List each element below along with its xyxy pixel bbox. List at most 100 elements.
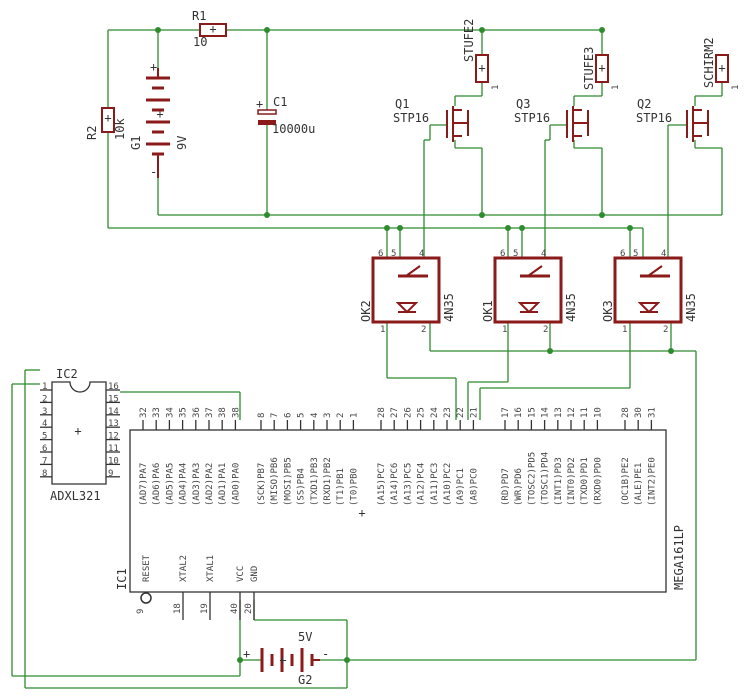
ic2-pin-number: 7 [42,456,47,466]
svg-text:10: 10 [193,35,207,49]
svg-text:+: + [256,97,263,111]
ic1-pin-number: 34 [165,407,175,418]
svg-text:5: 5 [633,249,638,259]
svg-text:5V: 5V [298,630,312,644]
svg-text:2: 2 [543,325,548,335]
ic1-pin-label: (AD4)PA4 [179,463,189,506]
ic1-pin-number: 15 [527,407,537,418]
optocoupler-ok1: 6 5 4 1 2 OK1 4N35 [481,249,578,335]
svg-text:-: - [150,165,157,179]
ic1-pin-number: 36 [192,407,202,418]
wires [11,29,723,689]
ic1-pin-label: (A13)PC5 [403,463,413,506]
resistor-r2: + R2 10k [85,107,127,140]
ic2-pin-number: 3 [42,407,47,417]
svg-text:G1: G1 [129,136,143,150]
svg-text:10k: 10k [113,118,127,140]
svg-text:1: 1 [731,85,741,90]
svg-text:SCHIRM2: SCHIRM2 [702,37,716,88]
ic1-pin-label: (A14)PC6 [390,463,400,506]
optocoupler-ok2: 6 5 4 1 2 OK2 4N35 [359,249,456,335]
ic1-pin-label: (AD2)PA2 [205,463,215,506]
svg-text:STUFE3: STUFE3 [582,47,596,90]
ic1-pin-label: (INT0)PD2 [567,457,577,506]
svg-text:5: 5 [391,249,396,259]
ic2-pin-number: 14 [108,407,119,417]
svg-text:+: + [150,60,157,74]
ic1-pin-label: (SCK)PB7 [257,463,267,506]
ic2-pin-number: 12 [108,432,119,442]
svg-text:ADXL321: ADXL321 [50,489,101,503]
svg-text:IC2: IC2 [56,367,78,381]
svg-text:6: 6 [378,249,383,259]
svg-text:MEGA161LP: MEGA161LP [672,525,686,590]
connector-stufe3: + STUFE3 1 [582,47,621,90]
ic1-pin-number: 5 [297,413,307,418]
ic1-pin-number: 35 [179,407,189,418]
ic1-pin-label: (A10)PC2 [443,463,453,506]
ic1-pin-label: (OC1B)PE2 [621,457,631,506]
ic1-pin-label: (A15)PC7 [377,463,387,506]
ic1-pin-number: 2 [336,413,346,418]
svg-text:4: 4 [661,249,666,259]
connector-stufe2: + STUFE2 1 [462,19,501,90]
ic1-pin-label: (AD5)PA5 [165,463,175,506]
ic1-pin-label: (AD3)PA3 [192,463,202,506]
svg-text:-: - [322,647,329,661]
ic1-pin-label: (TOSC2)PD5 [527,452,537,506]
svg-text:OK3: OK3 [601,300,615,322]
svg-text:R2: R2 [85,126,99,140]
battery-g1: + - + G1 9V [129,60,189,179]
ic1-pin-label: VCC [236,566,246,582]
ic1-pin-label: (RD)PD7 [501,468,511,506]
ic2-pin-number: 2 [42,394,47,404]
connector-schirm2: + SCHIRM2 1 [702,37,741,90]
svg-text:R1: R1 [192,9,206,23]
ic1-pin-label: (INT1)PD3 [554,457,564,506]
ic1-pin-number: 25 [417,407,427,418]
ic1-pin-label: GND [250,566,260,582]
ic1-pin-label: (RXD0)PD0 [593,457,603,506]
battery-g2: + - + 5V G2 [243,630,329,687]
ic2-pin-number: 6 [42,444,47,454]
ic1-pin-number: 37 [205,407,215,418]
svg-text:9V: 9V [175,136,189,150]
ic1-pin-number: 20 [244,603,254,614]
ic2-pin-number: 1 [42,382,47,392]
svg-text:+: + [598,61,605,75]
ic1-pin-label: XTAL1 [206,555,216,582]
svg-text:5: 5 [513,249,518,259]
ic1-pin-label: (AD6)PA6 [152,463,162,506]
ic1-pin-number: 16 [514,407,524,418]
ic1-pin-number: 27 [390,407,400,418]
ic1-pin-number: 22 [456,407,466,418]
ic1-pin-number: 8 [257,413,267,418]
ic1-pin-number: 30 [634,407,644,418]
ic1-pin-number: 21 [469,407,479,418]
svg-text:1: 1 [622,325,627,335]
svg-text:1: 1 [502,325,507,335]
svg-text:+: + [478,61,485,75]
ic1-pin-number: 11 [580,407,590,418]
ic1-pin-label: (SS)PB4 [297,468,307,506]
ic1-pin-label: (T1)PB1 [336,468,346,506]
ic1-pin-label: (WR)PD6 [514,468,524,506]
ic1-pin-label: (ALE)PE1 [634,463,644,506]
resistor-r1: + R1 10 [192,9,227,49]
svg-text:Q2: Q2 [637,97,651,111]
ic2-pin-number: 10 [108,456,119,466]
svg-text:STP16: STP16 [636,111,672,125]
ic2-pin-number: 9 [108,469,113,479]
svg-text:+: + [156,107,163,121]
ic1-pin-label: XTAL2 [179,555,189,582]
ic2-pin-number: 16 [108,382,119,392]
svg-text:Q3: Q3 [516,97,530,111]
ic1-pin-number: 3 [323,413,333,418]
svg-text:OK2: OK2 [359,300,373,322]
ic1-pin-number: 28 [621,407,631,418]
mosfet-q3: Q3 STP16 [514,97,589,142]
mosfet-q1: Q1 STP16 [393,97,469,142]
ic1-pin-number: 33 [152,407,162,418]
ic1-pin-number: 38 [231,407,241,418]
ic1-pin-number: 19 [200,603,210,614]
